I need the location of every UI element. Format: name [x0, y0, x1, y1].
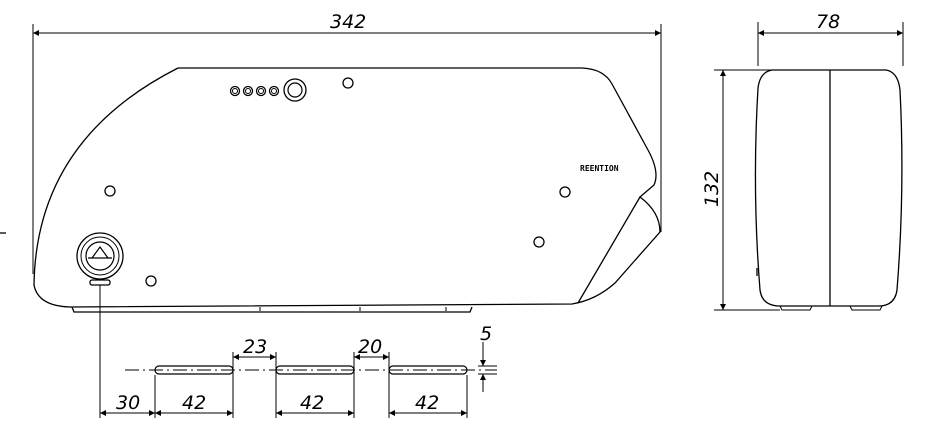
- side-width-dimension: [757, 22, 904, 66]
- screw-hole-icon: [559, 186, 571, 198]
- led-indicator-icon: [255, 85, 267, 97]
- end-cap-line: [577, 196, 641, 304]
- overall-height-label: 132: [701, 171, 723, 207]
- overall-height-dimension: [714, 69, 780, 311]
- battery-body-outline: [33, 67, 661, 308]
- screw-hole-icon: [342, 77, 354, 89]
- slot-3-length-label: 42: [415, 392, 439, 414]
- gap-1-label: 23: [243, 336, 267, 358]
- base-plate: [71, 306, 473, 313]
- rail-offset-label: 30: [116, 392, 140, 414]
- screw-hole-icon: [145, 275, 157, 287]
- overall-length-label: 342: [330, 11, 366, 33]
- brand-logo: REENTION: [580, 164, 619, 173]
- rail-slot-width-label: 5: [480, 323, 492, 345]
- front-view: [33, 67, 661, 313]
- led-indicator-icon: [242, 85, 254, 97]
- slot-1-length-label: 42: [182, 392, 206, 414]
- side-body-outline: [754, 69, 903, 307]
- led-indicator-icon: [268, 85, 280, 97]
- key-lock-icon: [76, 232, 124, 286]
- screw-hole-icon: [533, 236, 545, 248]
- side-view: [754, 69, 903, 311]
- mounting-rail: [99, 285, 497, 418]
- overall-length-dimension: [32, 24, 662, 274]
- power-button-icon: [283, 78, 307, 102]
- side-width-label: 78: [816, 11, 840, 33]
- screw-hole-icon: [104, 185, 116, 197]
- led-indicator-icon: [229, 85, 241, 97]
- gap-2-label: 20: [358, 336, 382, 358]
- slot-2-length-label: 42: [300, 392, 324, 414]
